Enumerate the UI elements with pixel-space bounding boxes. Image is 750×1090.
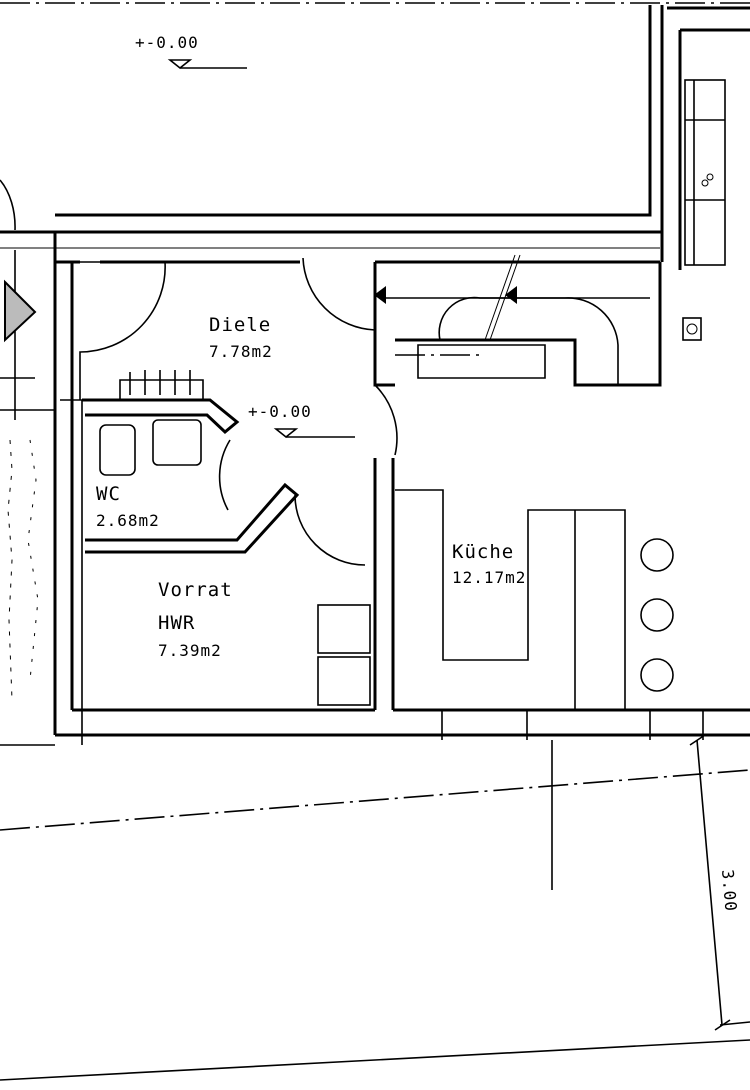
dimension-label: 3.00 — [718, 869, 741, 913]
interior-walls — [373, 254, 662, 710]
toilet-icon — [99, 424, 136, 476]
dimension-line: 3.00 — [0, 734, 750, 1081]
axis-line-bottom — [0, 769, 750, 831]
wc-walls — [82, 370, 300, 554]
level-marker-diele: +-0.00 — [248, 402, 355, 439]
level-marker-top: +-0.00 — [135, 33, 247, 70]
dryer-icon — [317, 656, 371, 706]
room-area-kueche: 12.17m2 — [452, 568, 526, 587]
entrance-arrow-icon — [4, 279, 37, 343]
room-name-kueche: Küche — [452, 541, 514, 563]
washer-icon — [317, 604, 371, 654]
room-area-wc: 2.68m2 — [96, 511, 160, 530]
door-swings — [79, 257, 398, 566]
room-name-wc: WC — [96, 483, 121, 505]
svg-text:+-0.00: +-0.00 — [135, 33, 199, 52]
room-area-vorrat: 7.39m2 — [158, 641, 222, 660]
sink-icon — [152, 419, 202, 466]
room-name-hwr: HWR — [158, 612, 195, 634]
upper-walls — [55, 5, 750, 270]
outer-walls — [53, 262, 750, 745]
kitchen-furniture — [395, 79, 726, 710]
room-name-diele: Diele — [209, 314, 271, 336]
corridor-walls — [0, 230, 660, 264]
exterior-left — [0, 179, 55, 746]
room-area-diele: 7.78m2 — [209, 342, 273, 361]
svg-text:+-0.00: +-0.00 — [248, 402, 312, 421]
room-name-vorrat: Vorrat — [158, 579, 233, 601]
